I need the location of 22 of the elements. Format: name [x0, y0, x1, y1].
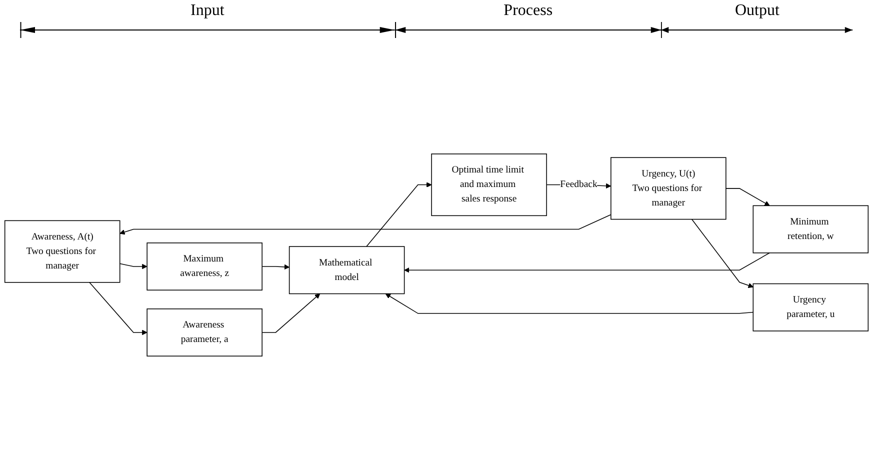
node-box: Mathematical model: [288, 246, 405, 294]
node-box: Awareness parameter, a: [146, 308, 262, 356]
node-box: Urgency, U(t) Two questions for manager: [610, 157, 726, 220]
stage-label: Input: [190, 1, 224, 21]
arrow: [120, 214, 612, 235]
edge-label: Feedback: [560, 179, 598, 190]
node-box: Urgency parameter, u: [752, 283, 869, 332]
node-box: Maximum awareness, z: [146, 242, 262, 290]
arrow: [119, 263, 148, 270]
arrow: [385, 294, 754, 314]
node-box: Optimal time limit and maximum sales response: [431, 154, 547, 216]
arrow: [262, 294, 320, 333]
arrow: [691, 218, 754, 288]
arrow: [366, 182, 432, 247]
stage-label: Output: [734, 1, 780, 21]
node-box: Minimum retention, w: [752, 205, 869, 254]
arrow: [726, 188, 770, 206]
arrow: [89, 282, 148, 336]
stage-label: Process: [504, 1, 553, 21]
arrow: [262, 264, 290, 270]
arrow: [404, 252, 770, 273]
node-box: Awareness, A(t) Two questions for manager: [4, 220, 120, 283]
